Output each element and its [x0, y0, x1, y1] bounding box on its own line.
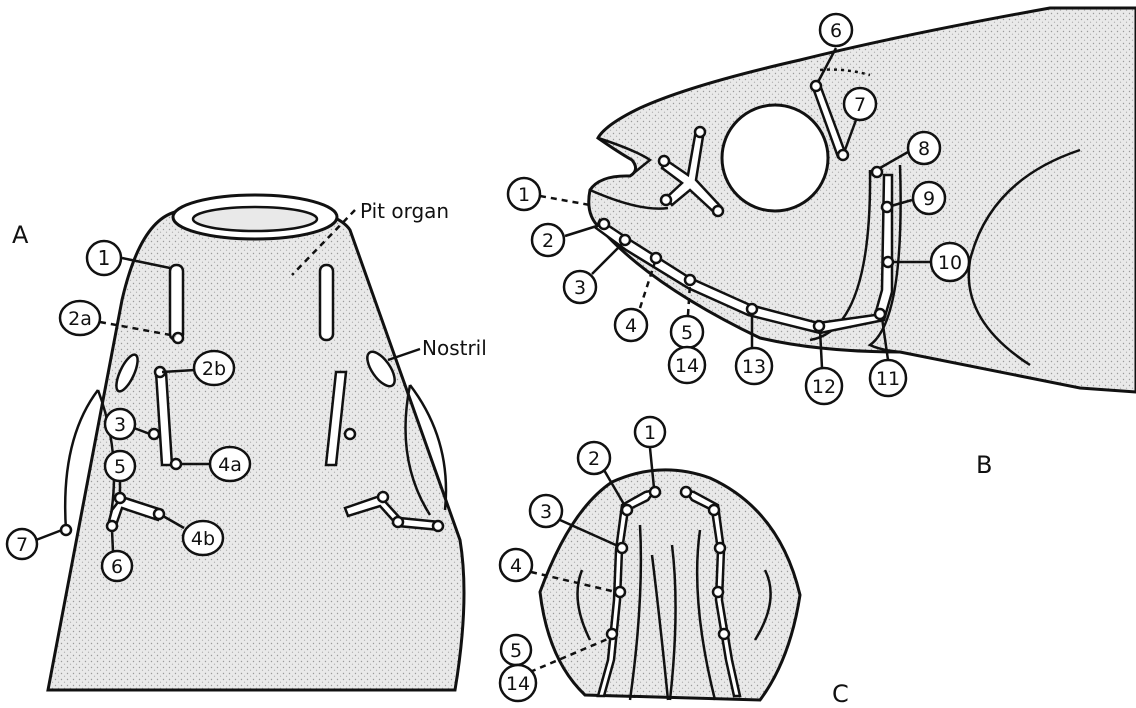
pore-b-nasal-4	[659, 156, 669, 166]
label-c-14: 14	[506, 673, 530, 695]
label-a-4b: 4b	[191, 528, 215, 550]
pore-b-nasal-1	[661, 195, 671, 205]
canal-a-right-upper	[320, 265, 333, 340]
pore-c-right-1	[681, 487, 691, 497]
panel-c-jaw-ventral: 1 2 3 4 5 14 C	[500, 417, 849, 708]
pore-b-2	[599, 219, 609, 229]
pore-c-right-4	[713, 587, 723, 597]
pore-c-1	[650, 487, 660, 497]
pore-c-right-5	[719, 629, 729, 639]
label-b-3: 3	[574, 277, 586, 299]
pore-b-4	[651, 253, 661, 263]
leader-b-2	[565, 225, 600, 236]
pore-a-6	[107, 521, 117, 531]
pore-b-nasal-2	[713, 206, 723, 216]
pore-b-6	[811, 81, 821, 91]
label-a-5: 5	[114, 456, 126, 478]
pore-b-12	[814, 321, 824, 331]
pore-b-10	[883, 257, 893, 267]
pore-c-right-2	[709, 505, 719, 515]
label-a-4a: 4a	[218, 454, 242, 476]
leader-a-6	[112, 530, 113, 552]
leader-a-7	[36, 530, 62, 540]
panel-label-b: B	[976, 451, 992, 479]
pore-a-right-7	[433, 521, 443, 531]
pore-b-3	[620, 235, 630, 245]
label-b-10: 10	[938, 252, 962, 274]
canal-a-1-2a	[170, 265, 183, 340]
label-b-6: 6	[830, 20, 842, 42]
label-b-13: 13	[742, 356, 766, 378]
nostril-label: Nostril	[422, 336, 487, 360]
pore-a-2a	[173, 333, 183, 343]
pore-c-3	[617, 543, 627, 553]
pore-a-right-5	[378, 492, 388, 502]
pore-a-4b	[154, 509, 164, 519]
pore-a-7	[61, 525, 71, 535]
pore-b-11	[875, 309, 885, 319]
label-b-1: 1	[518, 184, 530, 206]
label-b-7: 7	[854, 94, 866, 116]
label-c-5: 5	[510, 640, 522, 662]
leader-b-3	[592, 244, 622, 274]
panel-label-a: A	[12, 221, 29, 249]
panel-label-c: C	[832, 680, 849, 708]
pore-a-right-3	[345, 429, 355, 439]
pore-b-13	[747, 304, 757, 314]
label-a-2b: 2b	[202, 358, 226, 380]
eye	[722, 105, 828, 211]
label-a-3: 3	[114, 414, 126, 436]
pore-c-right-3	[715, 543, 725, 553]
label-c-1: 1	[644, 422, 656, 444]
pit-organ-label: Pit organ	[360, 199, 449, 223]
label-b-2: 2	[542, 230, 554, 252]
pore-a-4a	[171, 459, 181, 469]
pore-a-3	[149, 429, 159, 439]
label-b-12: 12	[812, 376, 836, 398]
label-c-2: 2	[588, 448, 600, 470]
panel-b-head-lateral: 6 7 8 9 10 11 12 13 5 14 4 3 2 1 B	[508, 8, 1136, 479]
pit-organ-inner	[193, 207, 317, 231]
pore-b-9	[882, 202, 892, 212]
label-b-8: 8	[918, 138, 930, 160]
pore-b-5-14	[685, 275, 695, 285]
pore-c-2	[622, 505, 632, 515]
pore-b-nasal-3	[695, 127, 705, 137]
pore-b-7	[838, 150, 848, 160]
label-b-4: 4	[625, 315, 637, 337]
label-b-11: 11	[876, 368, 900, 390]
pore-c-4	[615, 587, 625, 597]
label-a-1: 1	[98, 246, 111, 270]
pore-a-5	[115, 493, 125, 503]
pore-c-5	[607, 629, 617, 639]
label-a-7: 7	[16, 534, 28, 556]
label-a-2a: 2a	[68, 308, 92, 330]
label-c-3: 3	[540, 501, 552, 523]
pore-a-right-6	[393, 517, 403, 527]
label-a-6: 6	[111, 556, 123, 578]
label-b-5: 5	[681, 322, 693, 344]
label-c-4: 4	[510, 555, 522, 577]
label-b-9: 9	[923, 188, 935, 210]
label-b-14: 14	[675, 355, 699, 377]
panel-a-head-dorsal: 1 2a 2b 3 4a 5 4b 7 6 A Pit organ Nostri…	[7, 195, 487, 690]
leader-b-1	[540, 196, 590, 205]
